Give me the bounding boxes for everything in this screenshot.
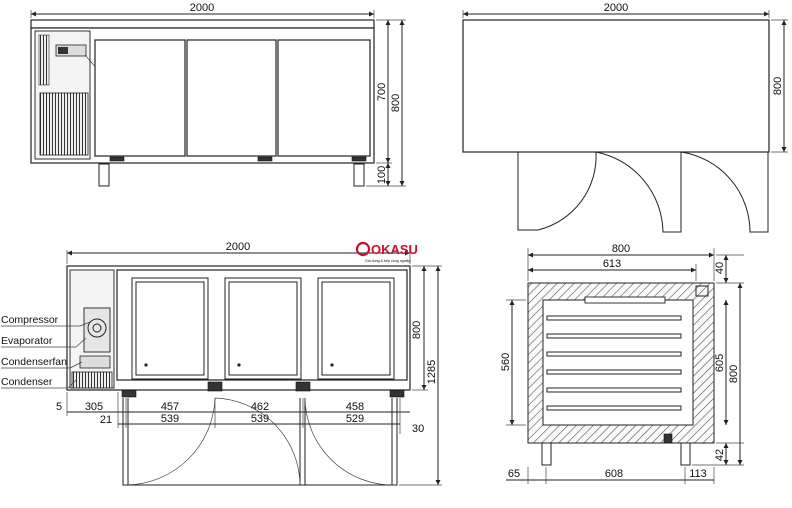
dim-462: 462 <box>251 401 269 413</box>
dim-side-613: 613 <box>603 258 621 270</box>
shelf <box>546 351 682 357</box>
label-condenser: Condenser <box>1 376 53 388</box>
door-frame-3 <box>317 277 395 380</box>
dim-458: 458 <box>346 401 364 413</box>
dim-section-width: 2000 <box>226 241 250 253</box>
worktop <box>30 19 375 29</box>
evaporator-box <box>584 296 666 304</box>
hinge-icon <box>109 156 125 162</box>
dim-section-800: 800 <box>411 321 423 339</box>
logo-ring-icon <box>355 241 371 257</box>
top-view: 2000 800 <box>462 2 788 233</box>
leg-left <box>98 163 110 187</box>
brand-logo: OKASU Gia dụng & bếp công nghiệp <box>355 241 418 263</box>
door-swing-arc-1 <box>517 151 597 231</box>
dim-top-width: 2000 <box>604 2 628 14</box>
door-frame-2 <box>224 277 302 380</box>
dim-offset-5: 5 <box>56 401 62 413</box>
controller-display <box>55 44 87 57</box>
front-view: 2000 700 800 100 <box>30 2 406 187</box>
dim-side-608: 608 <box>605 468 623 480</box>
dim-side-800: 800 <box>612 243 630 255</box>
front-door-2 <box>186 39 277 157</box>
hinge-icon <box>695 285 709 297</box>
dim-539-b: 539 <box>251 413 269 425</box>
brand-tagline: Gia dụng & bếp công nghiệp <box>365 259 411 263</box>
condenser-coil-icon <box>71 371 113 389</box>
door-frame-1 <box>131 277 209 380</box>
label-condenser-fan: Condenserfan <box>1 356 67 368</box>
section-view: Compressor Evaporator Condenserfan Conde… <box>1 241 442 486</box>
hinge-icon <box>207 381 223 392</box>
door-swing-arc <box>304 397 393 486</box>
dim-side-height-800: 800 <box>728 365 740 383</box>
dim-539-a: 539 <box>161 413 179 425</box>
front-door-3 <box>277 39 371 157</box>
dim-section-1285: 1285 <box>426 360 438 384</box>
front-grille <box>39 92 89 156</box>
shelf <box>546 333 682 339</box>
handle-icon <box>330 363 334 367</box>
dim-front-100: 100 <box>376 166 388 184</box>
dim-side-42: 42 <box>714 449 726 461</box>
side-vent-icon <box>38 34 50 86</box>
dim-side-40: 40 <box>714 262 726 274</box>
open-door-1 <box>122 398 129 486</box>
door-swing-arc <box>127 397 216 486</box>
open-door-2 <box>299 398 306 486</box>
hinge-icon <box>351 156 367 162</box>
hinge-icon <box>121 389 137 398</box>
dim-side-560: 560 <box>500 353 512 371</box>
dim-front-800: 800 <box>390 94 402 112</box>
shelf <box>546 387 682 393</box>
dim-side-113: 113 <box>689 468 707 480</box>
dim-side-605: 605 <box>714 354 726 372</box>
top-outline <box>462 19 770 153</box>
dim-30: 30 <box>412 423 424 435</box>
leg-front <box>541 442 552 466</box>
hinge-icon <box>295 381 311 392</box>
dim-529: 529 <box>346 413 364 425</box>
dim-305: 305 <box>85 401 103 413</box>
dim-457: 457 <box>161 401 179 413</box>
hinge-icon <box>257 156 273 162</box>
handle-icon <box>237 363 241 367</box>
compressor-icon <box>87 318 107 338</box>
shelf <box>546 405 682 411</box>
shelves <box>546 315 682 411</box>
label-compressor: Compressor <box>1 314 59 326</box>
label-evaporator: Evaporator <box>1 335 53 347</box>
shelf <box>546 369 682 375</box>
handle-icon <box>144 363 148 367</box>
side-view: 800 613 40 605 800 42 560 65 608 113 <box>500 243 744 484</box>
leg-right <box>353 163 365 187</box>
front-door-1 <box>94 39 186 157</box>
brand-name: OKASU <box>371 242 418 257</box>
dim-side-65: 65 <box>508 468 520 480</box>
fan-icon <box>79 355 111 369</box>
leg-rear <box>680 442 691 466</box>
door-swing-arc-2 <box>595 151 682 233</box>
dim-top-depth: 800 <box>772 77 784 95</box>
shelf <box>546 315 682 321</box>
hinge-icon <box>389 389 405 398</box>
cold-compartment <box>116 269 408 381</box>
inner-cavity <box>542 299 694 426</box>
open-door-3 <box>391 398 398 486</box>
door-swing-arc-3 <box>680 151 769 233</box>
dim-front-width: 2000 <box>190 2 214 14</box>
dim-21: 21 <box>100 414 112 426</box>
dim-front-700: 700 <box>376 83 388 101</box>
display-screen-icon <box>58 47 68 54</box>
